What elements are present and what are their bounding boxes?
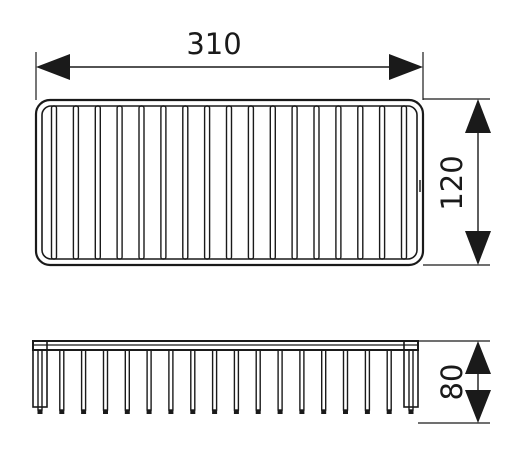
top-view-bar xyxy=(116,105,123,260)
side-view-leg-foot xyxy=(233,410,239,414)
top-view-bar xyxy=(313,105,320,260)
top-view-bar xyxy=(138,105,145,260)
side-view-leg xyxy=(386,349,392,411)
side-view-leg xyxy=(80,349,87,411)
top-view-bar xyxy=(182,105,189,260)
side-view-leg xyxy=(146,349,152,411)
width-arrow-right xyxy=(389,54,423,80)
side-view-leg-foot xyxy=(277,410,283,414)
side-view-leg-foot xyxy=(146,410,152,414)
side-view-legs xyxy=(37,349,414,414)
width-dimension: 310 xyxy=(35,27,424,100)
width-dimension-label: 310 xyxy=(186,27,241,61)
top-view-bar xyxy=(400,105,408,260)
side-view-right-post xyxy=(403,340,419,408)
top-view-bar xyxy=(72,105,80,260)
side-view-leg-foot xyxy=(386,410,392,414)
side-view-leg-foot xyxy=(59,410,65,414)
top-view-bars xyxy=(50,105,408,260)
side-view-leg xyxy=(124,349,131,411)
side-view-leg-foot xyxy=(81,410,87,414)
side-view-leg xyxy=(233,349,240,411)
side-view-leg-foot xyxy=(343,410,348,414)
top-view-bar xyxy=(378,105,386,260)
top-view-outer-frame xyxy=(34,98,425,267)
side-view-leg-foot xyxy=(190,410,196,414)
side-view-leg xyxy=(255,349,261,411)
side-view-leg xyxy=(364,349,371,411)
top-view-bar xyxy=(225,105,233,260)
height-dimension-label: 80 xyxy=(435,364,469,401)
side-view-leg-foot xyxy=(321,410,327,414)
depth-arrow-bottom xyxy=(465,231,491,265)
side-view-leg xyxy=(299,349,305,411)
side-view-leg xyxy=(102,349,109,411)
depth-dimension-label: 120 xyxy=(435,155,469,210)
top-view-bar xyxy=(94,105,102,260)
top-view-bar xyxy=(291,105,298,260)
top-view-bar xyxy=(335,105,342,260)
top-view xyxy=(34,98,425,267)
side-view-leg xyxy=(321,349,327,411)
top-view-bar xyxy=(357,105,364,260)
depth-dimension: 120 xyxy=(423,98,491,266)
side-view-leg-foot xyxy=(408,410,414,414)
side-view-leg xyxy=(37,349,43,411)
side-view-leg xyxy=(277,349,283,411)
side-view-leg xyxy=(408,349,414,411)
height-arrow-top xyxy=(465,341,491,374)
top-view-inner-frame xyxy=(41,105,418,260)
top-view-bar xyxy=(160,105,167,260)
top-view-bar xyxy=(247,105,255,260)
side-view-leg xyxy=(59,349,65,411)
height-arrow-bottom xyxy=(465,390,491,423)
side-view-left-post xyxy=(32,340,48,408)
height-dimension: 80 xyxy=(418,340,491,424)
side-view-leg-foot xyxy=(37,410,43,414)
side-view xyxy=(32,340,419,414)
side-view-leg-foot xyxy=(255,410,261,414)
side-view-leg xyxy=(342,349,349,411)
top-view-bar xyxy=(50,105,58,260)
side-view-leg-foot xyxy=(168,410,174,414)
side-view-leg-foot xyxy=(299,410,305,414)
top-view-bar xyxy=(269,105,276,260)
side-view-leg-foot xyxy=(124,410,130,414)
side-view-leg-foot xyxy=(212,410,218,414)
side-view-leg xyxy=(168,349,174,411)
side-view-leg xyxy=(190,349,196,411)
side-view-leg-foot xyxy=(103,410,108,414)
side-view-leg xyxy=(211,349,218,411)
side-view-leg-foot xyxy=(364,410,370,414)
depth-arrow-top xyxy=(465,99,491,133)
top-view-bar xyxy=(203,105,211,260)
width-arrow-left xyxy=(36,54,70,80)
